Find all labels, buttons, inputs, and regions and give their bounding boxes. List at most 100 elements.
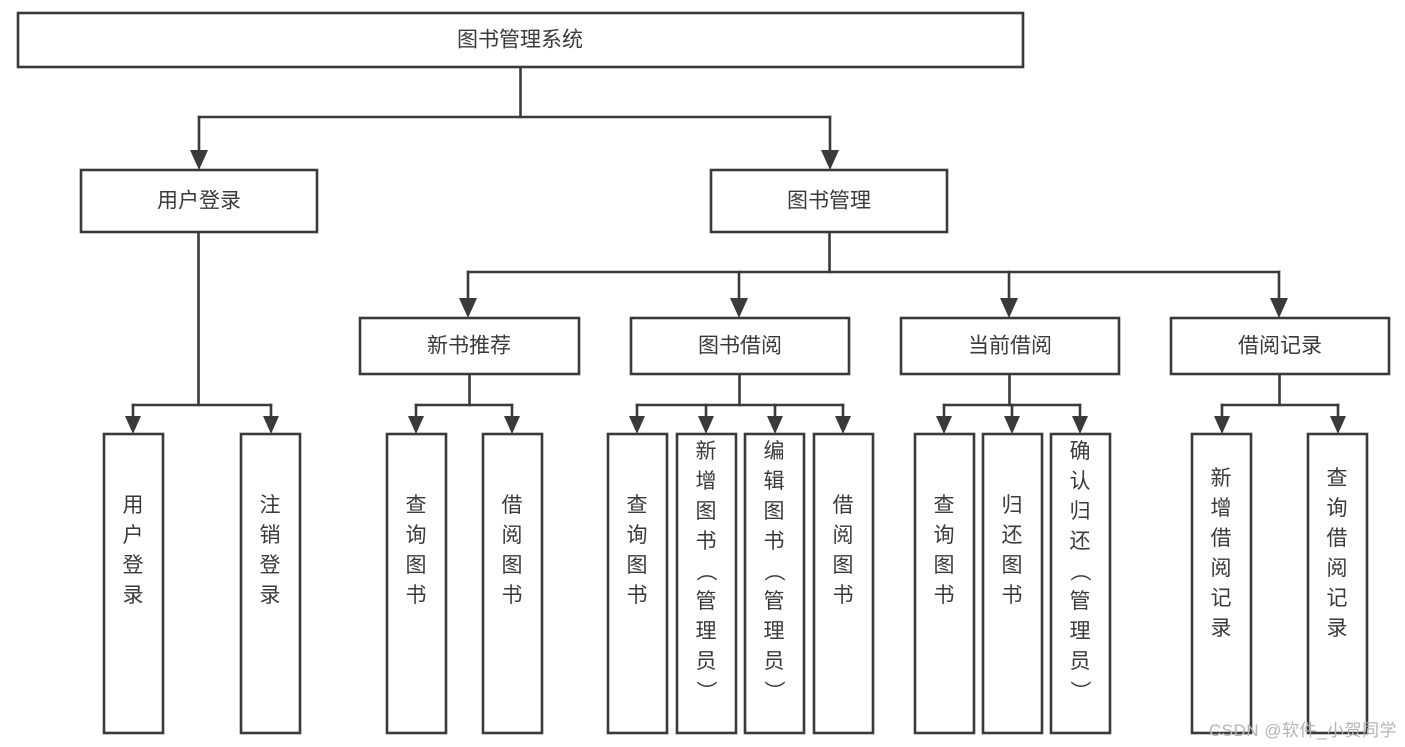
svg-text:图: 图 [764,500,785,523]
svg-text:归: 归 [1070,500,1091,523]
node-leaf-borrow-book-1-box[interactable] [481,432,544,735]
node-book-management-label: 图书管理 [787,190,871,213]
arrowhead-leaf-query-book-3 [936,416,952,434]
arrowhead-book-management [821,150,839,170]
svg-text:管: 管 [696,590,717,613]
arrowhead-new-book-recommend [459,298,477,318]
node-new-book-recommend-box[interactable] [358,316,581,376]
svg-text:）: ） [762,681,785,702]
node-book-borrow[interactable]: 图书借阅 [629,316,851,376]
node-leaf-add-book-box[interactable] [675,432,738,735]
node-new-book-recommend[interactable]: 新书推荐 [358,316,581,376]
arrowhead-leaf-add-book [698,416,714,434]
node-root-label: 图书管理系统 [457,29,583,52]
arrowhead-leaf-confirm-return [1072,416,1088,434]
node-user-login-box[interactable] [79,168,319,234]
svg-text:（: （ [1068,561,1091,582]
node-leaf-logout-login-box[interactable] [239,432,302,735]
node-current-borrow[interactable]: 当前借阅 [899,316,1121,376]
svg-text:录: 录 [260,584,281,607]
svg-text:员: 员 [764,650,785,673]
node-book-borrow-box[interactable] [629,316,851,376]
svg-text:询: 询 [627,524,648,547]
svg-text:注: 注 [260,494,281,517]
svg-text:阅: 阅 [833,524,854,547]
arrowhead-leaf-query-book-2 [629,416,645,434]
svg-text:）: ） [1068,681,1091,702]
node-root[interactable]: 图书管理系统 [16,11,1025,69]
node-leaf-return-book-box[interactable] [981,432,1044,735]
node-leaf-user-login[interactable]: 用户登录 [102,432,165,735]
svg-text:图: 图 [627,554,648,577]
node-leaf-query-book-2-box[interactable] [606,432,669,735]
svg-text:录: 录 [1327,617,1348,640]
svg-text:借: 借 [833,494,854,517]
node-borrow-record-box[interactable] [1169,316,1391,376]
svg-text:书: 书 [406,584,427,607]
svg-text:图: 图 [696,500,717,523]
arrowhead-leaf-logout-login [263,416,279,434]
svg-text:查: 查 [934,494,955,517]
svg-text:还: 还 [1070,530,1091,553]
svg-text:登: 登 [260,554,281,577]
svg-text:书: 书 [627,584,648,607]
node-leaf-edit-book-box[interactable] [743,432,806,735]
svg-text:阅: 阅 [502,524,523,547]
svg-text:书: 书 [1002,584,1023,607]
svg-text:增: 增 [1211,497,1232,520]
node-leaf-query-book-1-box[interactable] [385,432,448,735]
svg-text:员: 员 [1070,650,1091,673]
node-leaf-add-borrow-record-box[interactable] [1190,432,1253,735]
node-book-management-box[interactable] [709,168,949,234]
svg-text:书: 书 [502,584,523,607]
svg-text:阅: 阅 [1327,557,1348,580]
svg-text:借: 借 [502,494,523,517]
svg-text:书: 书 [696,530,717,553]
svg-text:图: 图 [833,554,854,577]
svg-text:管: 管 [764,590,785,613]
arrowhead-user-login [190,150,208,170]
node-leaf-confirm-return-box[interactable] [1049,432,1112,735]
svg-text:书: 书 [833,584,854,607]
svg-text:借: 借 [1327,527,1348,550]
arrowhead-book-borrow [730,298,748,318]
svg-text:询: 询 [1327,497,1348,520]
node-user-login[interactable]: 用户登录 [79,168,319,234]
node-leaf-borrow-book-2-box[interactable] [812,432,875,735]
svg-text:图: 图 [934,554,955,577]
arrowhead-leaf-query-borrow-record [1330,416,1346,434]
node-leaf-user-login-box[interactable] [102,432,165,735]
svg-text:查: 查 [1327,467,1348,490]
node-book-management[interactable]: 图书管理 [709,168,949,234]
arrowhead-leaf-borrow-book-2 [835,416,851,434]
node-current-borrow-box[interactable] [899,316,1121,376]
node-leaf-query-borrow-record-box[interactable] [1306,432,1369,735]
svg-text:新: 新 [696,440,717,463]
arrowhead-leaf-add-borrow-record [1214,416,1230,434]
node-current-borrow-label: 当前借阅 [968,335,1052,358]
svg-text:查: 查 [627,494,648,517]
svg-text:理: 理 [696,620,717,643]
node-root-box[interactable] [16,11,1025,69]
node-borrow-record[interactable]: 借阅记录 [1169,316,1391,376]
svg-text:图: 图 [502,554,523,577]
node-leaf-query-book-3-box[interactable] [913,432,976,735]
arrowhead-leaf-return-book [1004,416,1020,434]
svg-text:认: 认 [1070,470,1091,493]
